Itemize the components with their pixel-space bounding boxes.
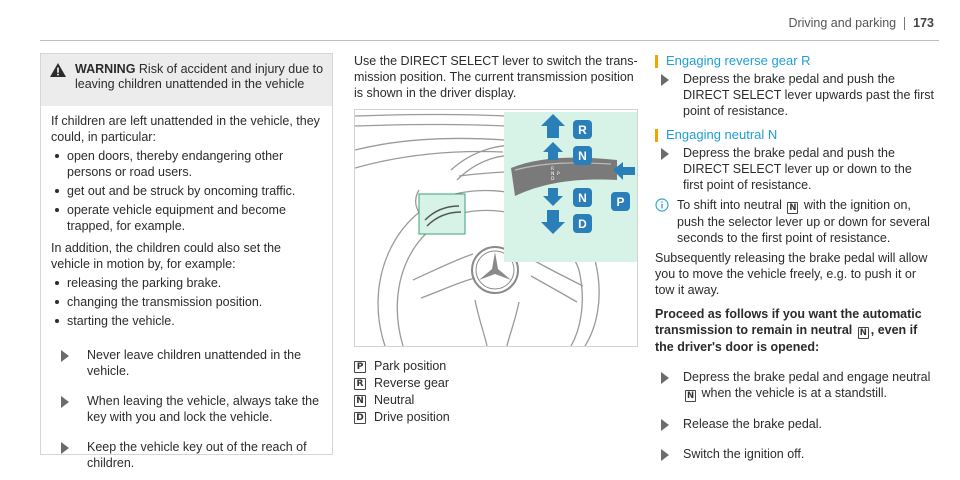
action-item: Never leave children unattended in the v… bbox=[51, 347, 322, 379]
step-text-before: Depress the brake pedal and engage neutr… bbox=[683, 370, 931, 384]
instruction-step: Depress the brake pedal and engage neutr… bbox=[655, 369, 935, 402]
right-column: Engaging reverse gear R Depress the brak… bbox=[655, 53, 935, 470]
warning-title: WARNING Risk of accident and injury due … bbox=[75, 62, 324, 100]
gear-badge-n-lower: N bbox=[578, 191, 587, 205]
list-item: changing the transmission position. bbox=[51, 294, 322, 310]
arrow-up-small-icon bbox=[543, 142, 563, 160]
neutral-key: N bbox=[857, 327, 869, 339]
step-text: Switch the ignition off. bbox=[683, 447, 805, 461]
gear-legend: P Park position R Reverse gear N Neutral… bbox=[354, 358, 450, 426]
list-item: starting the vehicle. bbox=[51, 313, 322, 329]
neutral-key: N bbox=[787, 202, 799, 214]
warning-title-text: Risk of accident and injury due to leavi… bbox=[75, 62, 324, 91]
lever-mark: N bbox=[551, 171, 554, 177]
step-text: Depress the brake pedal and push the DIR… bbox=[683, 146, 912, 192]
action-text: When leaving the vehicle, always take th… bbox=[87, 394, 320, 424]
middle-column: Use the DIRECT SELECT lever to switch th… bbox=[354, 53, 639, 101]
legend-item: P Park position bbox=[354, 358, 450, 375]
steering-logo bbox=[471, 246, 519, 294]
gear-badge-d: D bbox=[578, 217, 587, 231]
gear-badge-n-upper: N bbox=[578, 149, 587, 163]
action-item: Keep the vehicle key out of the reach of… bbox=[51, 439, 322, 471]
subsequent-text: Subsequently releasing the brake pedal w… bbox=[655, 251, 928, 297]
action-item: When leaving the vehicle, always take th… bbox=[51, 393, 322, 425]
warning-intro: If children are left unattended in the v… bbox=[51, 114, 320, 144]
direct-select-illustration: R N D P bbox=[354, 109, 638, 347]
list-item: open doors, thereby endangering other pe… bbox=[51, 148, 322, 180]
legend-label: Reverse gear bbox=[374, 376, 450, 390]
list-item: get out and be struck by oncoming traffi… bbox=[51, 183, 322, 199]
instruction-step: Release the brake pedal. bbox=[655, 416, 935, 432]
heading-text: Engaging reverse gear R bbox=[666, 53, 811, 68]
warning-body: If children are left unattended in the v… bbox=[41, 106, 332, 471]
heading-text: Engaging neutral N bbox=[666, 127, 778, 142]
header-divider bbox=[904, 16, 906, 30]
legend-key: R bbox=[354, 377, 366, 390]
legend-label: Neutral bbox=[374, 393, 415, 407]
list-item: releasing the parking brake. bbox=[51, 275, 322, 291]
arrow-down-large-icon bbox=[541, 210, 565, 234]
running-header: Driving and parking 173 bbox=[788, 16, 934, 30]
remain-neutral-heading: Proceed as follows if you want the autom… bbox=[655, 306, 935, 355]
instruction-step: Depress the brake pedal and push the DIR… bbox=[655, 71, 935, 119]
legend-key: D bbox=[354, 411, 366, 424]
note-text-after: with the ignition on, push the selector … bbox=[677, 198, 930, 245]
arrow-up-large-icon bbox=[541, 114, 565, 138]
legend-key: N bbox=[354, 394, 366, 407]
arrow-down-small-icon bbox=[543, 188, 563, 206]
step-text-after: when the vehicle is at a standstill. bbox=[701, 386, 888, 400]
instruction-step: Depress the brake pedal and push the DIR… bbox=[655, 145, 935, 193]
action-arrow-icon bbox=[61, 396, 69, 408]
step-text: Depress the brake pedal and push the DIR… bbox=[683, 72, 935, 118]
page-number: 173 bbox=[913, 16, 934, 30]
step-arrow-icon bbox=[661, 74, 669, 86]
risk-list: open doors, thereby endangering other pe… bbox=[51, 148, 322, 234]
heading-text-before: Proceed as follows if you want the autom… bbox=[655, 307, 922, 337]
legend-label: Drive position bbox=[374, 410, 450, 424]
step-arrow-icon bbox=[661, 419, 669, 431]
note-text: To shift into neutral N with the ignitio… bbox=[677, 197, 935, 246]
step-arrow-icon bbox=[661, 372, 669, 384]
heading-bar bbox=[655, 128, 658, 142]
action-arrow-icon bbox=[61, 350, 69, 362]
legend-item: N Neutral bbox=[354, 392, 450, 409]
step-text: Depress the brake pedal and engage neutr… bbox=[683, 369, 935, 402]
heading-bar bbox=[655, 54, 658, 68]
legend-key: P bbox=[354, 360, 366, 373]
step-arrow-icon bbox=[661, 148, 669, 160]
info-icon bbox=[655, 198, 669, 246]
note-text-before: To shift into neutral bbox=[677, 198, 782, 212]
action-arrow-icon bbox=[61, 442, 69, 454]
gear-badge-r: R bbox=[578, 123, 587, 137]
info-note: To shift into neutral N with the ignitio… bbox=[655, 197, 935, 246]
neutral-key: N bbox=[685, 390, 696, 402]
arrow-push-icon bbox=[613, 162, 635, 180]
motion-cause-list: releasing the parking brake. changing th… bbox=[51, 275, 322, 329]
legend-item: R Reverse gear bbox=[354, 375, 450, 392]
section-title: Driving and parking bbox=[788, 16, 897, 30]
section-heading-reverse: Engaging reverse gear R bbox=[655, 53, 935, 69]
warning-addition: In addition, the children could also set… bbox=[51, 241, 282, 271]
step-text: Release the brake pedal. bbox=[683, 417, 822, 431]
gear-badge-p: P bbox=[616, 195, 624, 209]
lever-mark: P bbox=[557, 171, 560, 177]
warning-label: WARNING bbox=[75, 62, 136, 76]
lever-mark: D bbox=[551, 176, 555, 182]
header-rule bbox=[40, 40, 939, 41]
warning-triangle-icon bbox=[49, 62, 69, 100]
legend-label: Park position bbox=[374, 359, 447, 373]
instruction-step: Switch the ignition off. bbox=[655, 446, 935, 462]
section-heading-neutral: Engaging neutral N bbox=[655, 127, 935, 143]
warning-box: WARNING Risk of accident and injury due … bbox=[40, 53, 333, 470]
legend-item: D Drive position bbox=[354, 409, 450, 426]
action-text: Never leave children unattended in the v… bbox=[87, 348, 302, 378]
list-item: operate vehicle equipment and become tra… bbox=[51, 202, 322, 234]
step-arrow-icon bbox=[661, 449, 669, 461]
lever-mark: R bbox=[551, 166, 554, 172]
warning-header: WARNING Risk of accident and injury due … bbox=[41, 54, 332, 106]
direct-select-intro: Use the DIRECT SELECT lever to switch th… bbox=[354, 54, 638, 100]
action-text: Keep the vehicle key out of the reach of… bbox=[87, 440, 307, 470]
heading-text-after: , even if the driver's door is opened: bbox=[655, 323, 918, 354]
